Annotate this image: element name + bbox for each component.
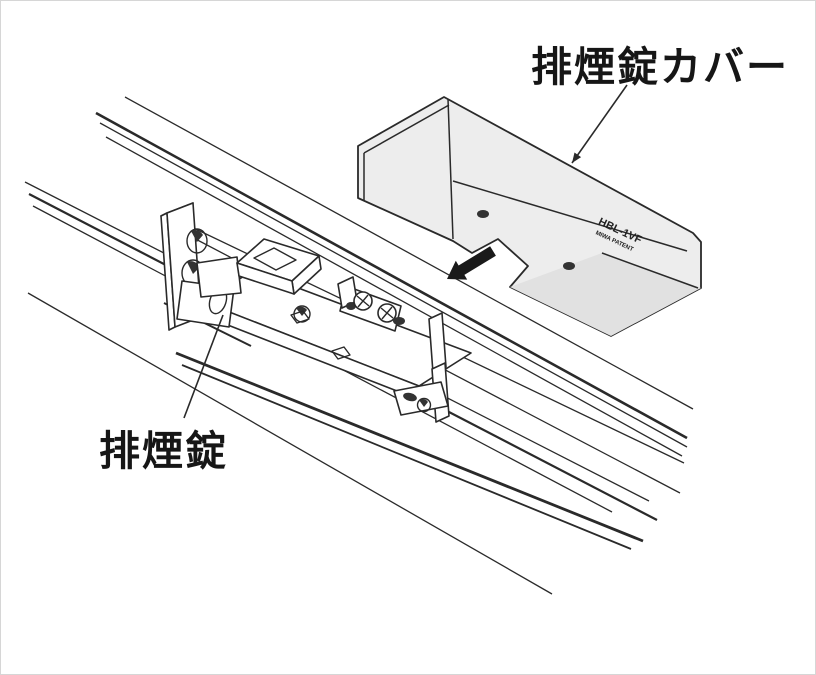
cover-leader-arrowhead [572, 152, 582, 163]
lock-leader-line [183, 314, 224, 419]
smoke-vent-lock [160, 202, 472, 423]
cover-label: 排煙錠カバー [531, 44, 789, 90]
install-direction-arrow [447, 246, 496, 280]
lock-label: 排煙錠 [99, 428, 228, 474]
cover-leader-line [571, 84, 628, 164]
smoke-vent-lock-cover: HBL-1VF MIWA PATENT [357, 96, 702, 337]
leader-lines [183, 84, 628, 419]
